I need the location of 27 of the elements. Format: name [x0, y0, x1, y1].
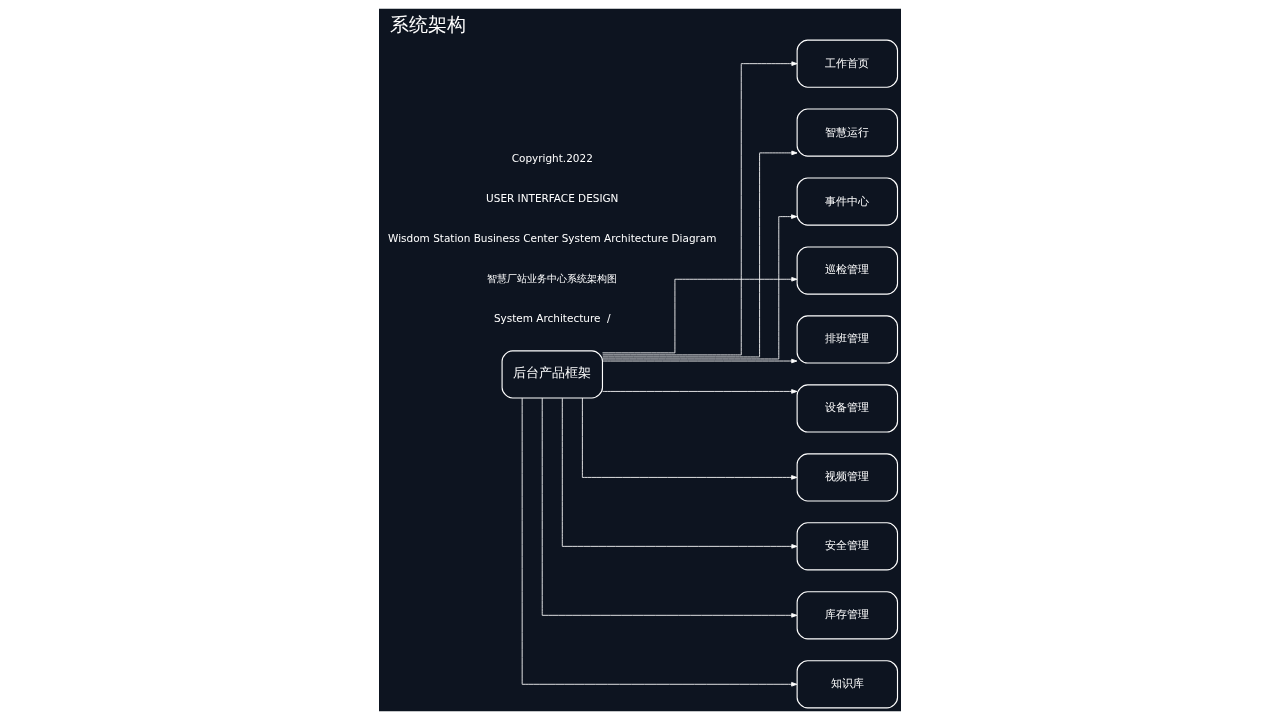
- arrow: [602, 214, 798, 360]
- label: 智慧厂站业务中心系统架构图: [487, 271, 618, 284]
- arrow: [602, 277, 798, 354]
- arrow: [602, 150, 798, 358]
- arrow: [541, 397, 798, 618]
- arrow: [521, 397, 798, 687]
- node-box: 后台产品框架: [501, 350, 604, 399]
- node-box: 知识库: [796, 660, 899, 709]
- arrow: [602, 61, 798, 356]
- node-box: 视频管理: [796, 453, 899, 502]
- arrow: [561, 397, 798, 549]
- node-box: 库存管理: [796, 591, 899, 640]
- node-box: 智慧运行: [796, 108, 899, 157]
- arrow: [602, 389, 798, 394]
- node-box: 设备管理: [796, 384, 899, 433]
- node-box: 排班管理: [796, 315, 899, 364]
- arrow: [602, 358, 798, 364]
- label: Copyright.2022: [511, 151, 593, 164]
- label: System Architecture /: [493, 312, 611, 325]
- node-box: 安全管理: [796, 522, 899, 571]
- arrow: [581, 397, 798, 480]
- label: Wisdom Station Business Center System Architecture Diagram: [388, 231, 717, 244]
- node-box: 巡检管理: [796, 246, 899, 295]
- node-box: 事件中心: [796, 177, 899, 226]
- diagram-title: 系统架构: [389, 13, 466, 36]
- label: USER INTERFACE DESIGN: [486, 191, 619, 204]
- node-box: 工作首页: [796, 39, 899, 88]
